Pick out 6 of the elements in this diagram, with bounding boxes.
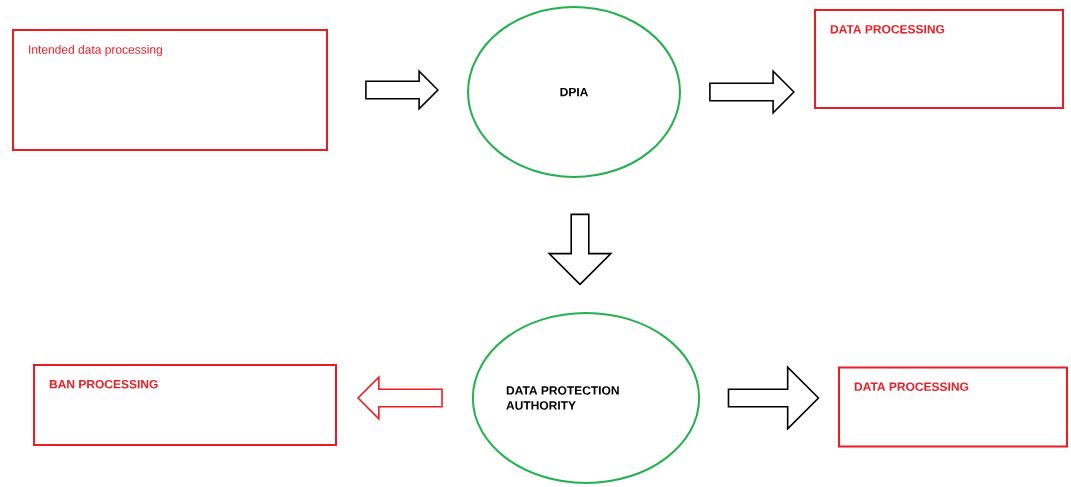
process-box: DATA PROCESSING [814, 9, 1064, 109]
process-box: DATA PROCESSING [838, 366, 1068, 448]
process-box: BAN PROCESSING [33, 364, 337, 446]
ellipse-node: DPIA [467, 6, 681, 178]
process-box: Intended data processing [12, 29, 328, 151]
ellipse-node: DATA PROTECTION AUTHORITY [471, 312, 701, 484]
